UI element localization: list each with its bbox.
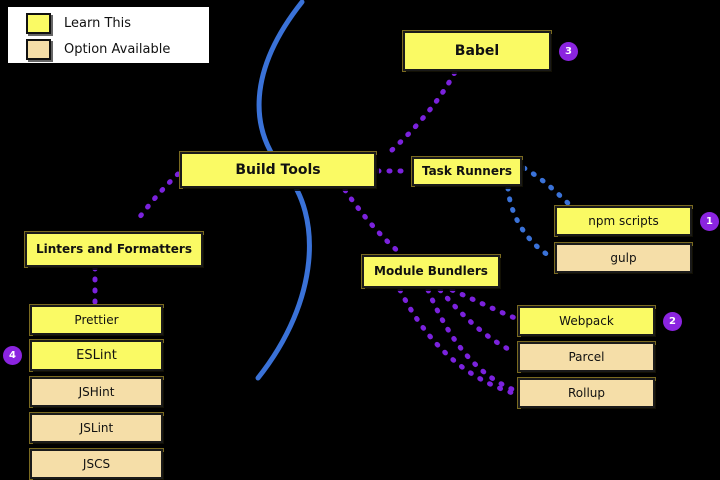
- legend-label-option: Option Available: [64, 42, 171, 57]
- node-prettier[interactable]: Prettier: [30, 305, 163, 335]
- legend-item-option: Option Available: [26, 39, 209, 60]
- node-label: Module Bundlers: [374, 264, 488, 279]
- blue-bracket-curve: [255, 169, 312, 381]
- node-label: ESLint: [76, 347, 117, 363]
- node-task-runners[interactable]: Task Runners: [412, 157, 522, 186]
- node-label: Babel: [454, 42, 500, 59]
- node-label: Rollup: [567, 385, 606, 400]
- node-label: Prettier: [74, 312, 119, 327]
- node-parcel[interactable]: Parcel: [518, 342, 655, 372]
- node-label: Parcel: [568, 349, 605, 364]
- legend-swatch-option: [26, 39, 51, 60]
- node-label: Linters and Formatters: [36, 242, 192, 257]
- node-eslint[interactable]: ESLint: [30, 340, 163, 371]
- node-label: gulp: [610, 250, 637, 265]
- edge-task-runners-to-npm-scripts: [521, 165, 573, 208]
- edge-build-tools-to-linters: [133, 171, 181, 225]
- badge-webpack: 2: [663, 311, 682, 331]
- badge-npm-scripts: 1: [700, 211, 719, 231]
- node-linters[interactable]: Linters and Formatters: [25, 232, 203, 267]
- edge-task-runners-to-gulp: [505, 185, 551, 258]
- node-label: Task Runners: [421, 164, 513, 179]
- node-build-tools[interactable]: Build Tools: [180, 152, 376, 188]
- node-jslint[interactable]: JSLint: [30, 413, 163, 443]
- edge-build-tools-to-babel: [389, 69, 458, 153]
- node-label: JSHint: [78, 384, 115, 399]
- legend-item-learn: Learn This: [26, 13, 209, 34]
- blue-bracket-curve: [256, 0, 305, 175]
- node-webpack[interactable]: Webpack: [518, 306, 655, 336]
- node-label: JSLint: [79, 420, 114, 435]
- badge-babel: 3: [559, 41, 578, 61]
- node-bundlers[interactable]: Module Bundlers: [362, 255, 500, 288]
- node-npm-scripts[interactable]: npm scripts: [555, 206, 692, 236]
- node-label: JSCS: [82, 456, 111, 471]
- legend-box: Learn This Option Available: [5, 4, 212, 66]
- node-gulp[interactable]: gulp: [555, 243, 692, 273]
- node-jscs[interactable]: JSCS: [30, 449, 163, 479]
- edge-bundlers-to-parcel: [437, 287, 517, 355]
- node-babel[interactable]: Babel: [403, 31, 551, 71]
- edge-build-tools-to-bundlers: [342, 187, 403, 256]
- node-rollup[interactable]: Rollup: [518, 378, 655, 408]
- node-label: npm scripts: [588, 213, 659, 228]
- node-jshint[interactable]: JSHint: [30, 377, 163, 407]
- edge-bundlers-to-webpack: [449, 287, 518, 321]
- node-label: Build Tools: [235, 161, 321, 178]
- edge-bundlers-to-rollup: [425, 287, 517, 393]
- node-label: Webpack: [559, 313, 614, 328]
- badge-eslint: 4: [3, 346, 22, 365]
- legend-label-learn: Learn This: [64, 16, 132, 31]
- legend-swatch-learn: [26, 13, 51, 34]
